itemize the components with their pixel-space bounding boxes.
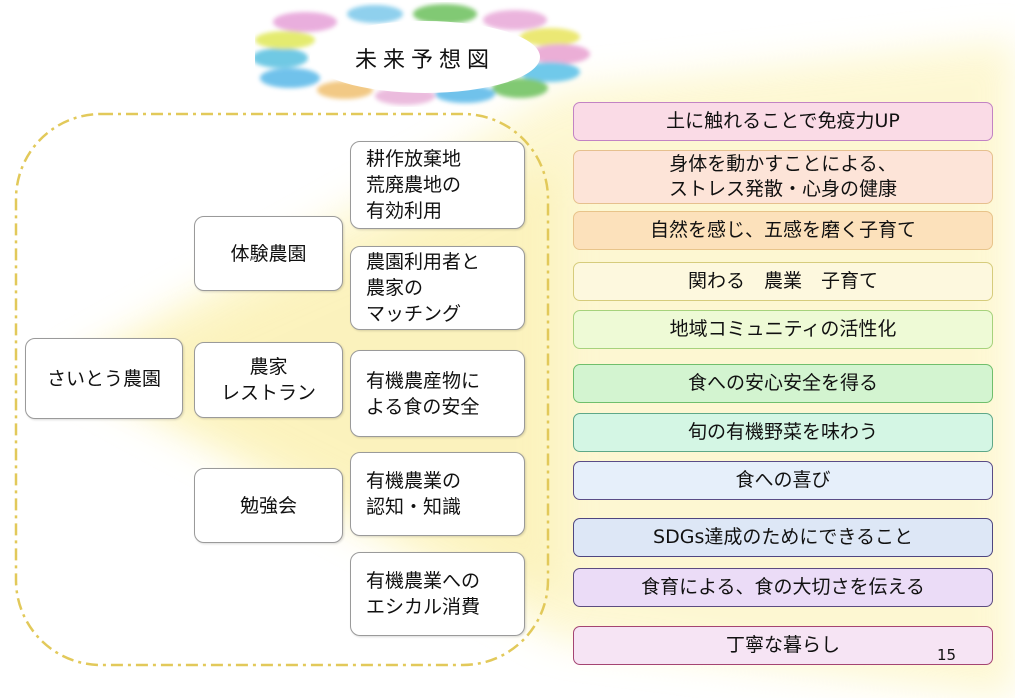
outcome-box: 旬の有機野菜を味わう: [573, 413, 993, 452]
flower-title-decoration: [255, 4, 590, 105]
outcome-box: 土に触れることで免疫力UP: [573, 102, 993, 141]
effect-node: 農園利用者と 農家の マッチング: [350, 246, 525, 330]
effect-node: 耕作放棄地 荒廃農地の 有効利用: [350, 141, 525, 229]
effect-node: 有機農業の 認知・知識: [350, 452, 525, 536]
root-node: さいとう農園: [25, 338, 183, 419]
outcome-box: 食育による、食の大切さを伝える: [573, 568, 993, 607]
outcome-box: 自然を感じ、五感を磨く子育て: [573, 211, 993, 250]
outcome-box: 食への喜び: [573, 461, 993, 500]
activity-node: 体験農園: [194, 216, 343, 291]
effect-node: 有機農業への エシカル消費: [350, 552, 525, 636]
outcome-box: 身体を動かすことによる、 ストレス発散・心身の健康: [573, 150, 993, 204]
outcome-box: SDGs達成のためにできること: [573, 518, 993, 557]
outcome-box: 丁寧な暮らし: [573, 626, 993, 665]
activity-node: 農家 レストラン: [194, 342, 343, 418]
outcome-box: 食への安心安全を得る: [573, 364, 993, 403]
effect-node: 有機農産物に よる食の安全: [350, 350, 525, 437]
outcome-box: 地域コミュニティの活性化: [573, 310, 993, 349]
page-title: 未来予想図: [354, 48, 495, 73]
page-number: 15: [937, 646, 957, 664]
outcome-box: 関わる 農業 子育て: [573, 262, 993, 301]
activity-node: 勉強会: [194, 468, 343, 543]
